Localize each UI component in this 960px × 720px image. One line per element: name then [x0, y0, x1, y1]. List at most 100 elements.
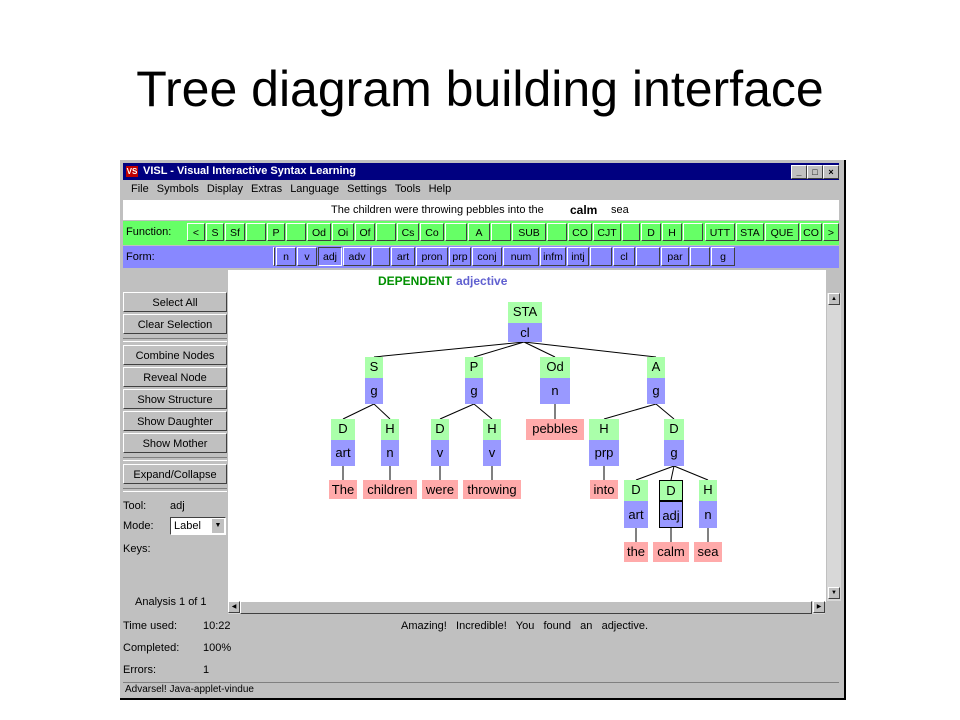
function-button[interactable]: Oi — [332, 223, 354, 241]
form-button[interactable] — [690, 247, 710, 266]
form-button[interactable] — [372, 247, 390, 266]
node-function-selected[interactable]: D — [659, 480, 683, 501]
function-button[interactable]: A — [468, 223, 490, 241]
form-button[interactable] — [636, 247, 660, 266]
function-button[interactable]: D — [641, 223, 661, 241]
node-form[interactable]: cl — [508, 323, 542, 342]
combine-nodes-button[interactable]: Combine Nodes — [123, 345, 227, 365]
clear-selection-button[interactable]: Clear Selection — [123, 314, 227, 334]
function-button[interactable] — [547, 223, 567, 241]
horizontal-scrollbar[interactable]: ◀ ▶ — [228, 601, 825, 614]
function-button[interactable]: CO — [800, 223, 822, 241]
node-form[interactable]: art — [624, 501, 648, 528]
function-button[interactable]: Co — [420, 223, 444, 241]
node-word[interactable]: The — [329, 480, 357, 499]
minimize-button[interactable]: _ — [791, 165, 807, 179]
menu-help[interactable]: Help — [428, 183, 452, 195]
expand-collapse-button[interactable]: Expand/Collapse — [123, 464, 227, 484]
form-button[interactable]: art — [391, 247, 415, 266]
function-button[interactable]: QUE — [765, 223, 799, 241]
function-button[interactable]: S — [206, 223, 224, 241]
node-word[interactable]: the — [624, 542, 648, 562]
menu-settings[interactable]: Settings — [347, 183, 387, 195]
node-form[interactable]: g — [664, 440, 684, 466]
node-word[interactable]: throwing — [463, 480, 521, 499]
form-button[interactable] — [590, 247, 612, 266]
node-form[interactable]: v — [431, 440, 449, 466]
node-form[interactable]: art — [331, 440, 355, 466]
node-form[interactable]: g — [365, 378, 383, 404]
form-button[interactable]: num — [503, 247, 539, 266]
function-button[interactable] — [246, 223, 266, 241]
node-word[interactable]: sea — [694, 542, 722, 562]
title-bar[interactable]: VS VISL - Visual Interactive Syntax Lear… — [123, 163, 839, 180]
function-button[interactable] — [376, 223, 396, 241]
function-button[interactable]: UTT — [705, 223, 735, 241]
show-mother-button[interactable]: Show Mother — [123, 433, 227, 453]
node-function[interactable]: P — [465, 357, 483, 378]
node-word[interactable]: pebbles — [526, 419, 584, 440]
form-button-selected[interactable]: adj — [318, 247, 342, 266]
menu-extras[interactable]: Extras — [251, 183, 283, 195]
close-button[interactable]: × — [823, 165, 839, 179]
form-button[interactable]: adv — [343, 247, 371, 266]
reveal-node-button[interactable]: Reveal Node — [123, 367, 227, 387]
menu-display[interactable]: Display — [206, 183, 243, 195]
node-function[interactable]: A — [647, 357, 665, 378]
form-button[interactable]: v — [297, 247, 317, 266]
scroll-up-icon[interactable]: ▲ — [828, 293, 840, 305]
menu-tools[interactable]: Tools — [394, 183, 421, 195]
function-button[interactable]: CJT — [593, 223, 621, 241]
form-button[interactable]: par — [661, 247, 689, 266]
node-word[interactable]: children — [363, 480, 417, 499]
node-function[interactable]: S — [365, 357, 383, 378]
form-button[interactable]: infm — [540, 247, 566, 266]
form-button[interactable]: cl — [613, 247, 635, 266]
scroll-left-icon[interactable]: ◀ — [228, 601, 240, 613]
form-button[interactable]: prp — [449, 247, 471, 266]
show-structure-button[interactable]: Show Structure — [123, 389, 227, 409]
menu-language[interactable]: Language — [290, 183, 340, 195]
form-button[interactable]: g — [711, 247, 735, 266]
node-form-selected[interactable]: adj — [659, 501, 683, 528]
function-button[interactable]: Cs — [397, 223, 419, 241]
function-button[interactable]: H — [662, 223, 682, 241]
function-button[interactable]: Of — [355, 223, 375, 241]
function-button[interactable]: Sf — [225, 223, 245, 241]
vertical-scrollbar[interactable]: ▲ ▼ — [827, 293, 841, 601]
node-function[interactable]: STA — [508, 302, 542, 323]
function-button[interactable]: STA — [736, 223, 764, 241]
node-function[interactable]: H — [381, 419, 399, 440]
scroll-down-icon[interactable]: ▼ — [828, 587, 840, 599]
function-button[interactable]: P — [267, 223, 285, 241]
function-button[interactable] — [491, 223, 511, 241]
maximize-button[interactable]: □ — [807, 165, 823, 179]
node-form[interactable]: v — [483, 440, 501, 466]
function-button[interactable]: > — [823, 223, 839, 241]
function-button[interactable]: CO — [568, 223, 592, 241]
show-daughter-button[interactable]: Show Daughter — [123, 411, 227, 431]
node-word[interactable]: into — [590, 480, 618, 499]
node-function[interactable]: D — [431, 419, 449, 440]
function-button[interactable] — [286, 223, 306, 241]
node-form[interactable]: n — [699, 501, 717, 528]
function-button[interactable]: < — [187, 223, 205, 241]
form-button[interactable]: conj — [472, 247, 502, 266]
form-button[interactable]: pron — [416, 247, 448, 266]
form-button[interactable]: n — [276, 247, 296, 266]
node-function[interactable]: D — [624, 480, 648, 501]
chevron-down-icon[interactable]: ▼ — [212, 519, 224, 533]
node-form[interactable]: g — [465, 378, 483, 404]
node-function[interactable]: D — [331, 419, 355, 440]
node-word[interactable]: calm — [653, 542, 689, 562]
node-word[interactable]: were — [422, 480, 458, 499]
function-button[interactable] — [622, 223, 640, 241]
node-form[interactable]: n — [540, 378, 570, 404]
form-button[interactable]: intj — [567, 247, 589, 266]
function-button[interactable]: SUB — [512, 223, 546, 241]
node-form[interactable]: g — [647, 378, 665, 404]
function-button[interactable] — [445, 223, 467, 241]
menu-symbols[interactable]: Symbols — [156, 183, 199, 195]
select-all-button[interactable]: Select All — [123, 292, 227, 312]
